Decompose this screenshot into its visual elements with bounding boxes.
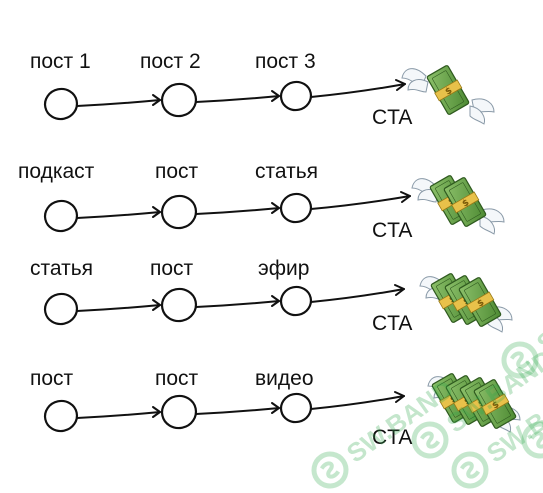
edge-2 — [195, 207, 280, 215]
arrowhead-icon — [394, 391, 405, 403]
edge-to-cta — [310, 395, 405, 410]
sw-band-logo-icon — [311, 451, 349, 489]
step-label-3: статья — [255, 160, 318, 183]
step-node-3 — [279, 192, 313, 224]
svg-text:$: $ — [461, 198, 471, 210]
arrowhead-icon — [271, 295, 280, 307]
cta-label: CTA — [372, 312, 412, 335]
watermark-mark: SW.BAND — [311, 374, 459, 489]
step-node-1 — [43, 199, 79, 233]
arrowhead-icon — [152, 206, 161, 218]
edge-1 — [76, 211, 161, 219]
step-label-1: пост 1 — [30, 50, 91, 73]
flying-money-icon: $$ — [411, 175, 505, 235]
edge-1 — [76, 304, 161, 312]
step-label-1: пост — [30, 367, 74, 390]
step-node-1 — [43, 87, 79, 121]
sw-band-logo-icon — [501, 341, 539, 379]
arrowhead-icon — [395, 79, 406, 91]
step-node-3 — [279, 285, 313, 317]
step-node-2 — [160, 287, 198, 323]
flying-money-icon: $ — [401, 65, 495, 125]
edge-to-cta — [310, 83, 406, 98]
step-node-2 — [160, 394, 198, 430]
edge-to-cta — [310, 195, 411, 210]
svg-text:$: $ — [476, 298, 486, 310]
step-label-3: пост 3 — [255, 50, 316, 73]
step-node-3 — [279, 80, 313, 112]
step-node-2 — [160, 194, 198, 230]
svg-text:$: $ — [444, 86, 454, 98]
svg-text:$: $ — [491, 400, 501, 412]
arrowhead-icon — [394, 284, 405, 296]
step-label-1: подкаст — [18, 160, 95, 183]
flying-money-icon: $$$$ — [427, 373, 521, 433]
step-label-3: эфир — [258, 257, 309, 280]
arrowhead-icon — [400, 191, 411, 203]
arrowhead-icon — [271, 90, 280, 102]
sw-band-logo-icon — [411, 421, 449, 459]
step-node-2 — [160, 82, 198, 118]
step-label-2: пост 2 — [140, 50, 201, 73]
arrowhead-icon — [152, 299, 161, 311]
arrowhead-icon — [152, 406, 161, 418]
edge-2 — [195, 407, 280, 415]
edge-2 — [195, 95, 280, 103]
sw-band-logo-icon — [451, 451, 489, 489]
step-label-3: видео — [255, 367, 314, 390]
arrowhead-icon — [271, 402, 280, 414]
step-label-2: пост — [155, 367, 199, 390]
edge-to-cta — [310, 288, 405, 303]
cta-label: CTA — [372, 106, 412, 129]
watermark-mark: SW.BAND — [521, 421, 543, 459]
sw-band-logo-icon — [521, 421, 543, 459]
step-label-1: статья — [30, 257, 93, 280]
arrowhead-icon — [271, 202, 280, 214]
step-node-1 — [43, 399, 79, 433]
step-label-2: пост — [155, 160, 199, 183]
edge-1 — [76, 411, 161, 419]
edge-1 — [76, 99, 161, 107]
arrowhead-icon — [152, 94, 161, 106]
cta-label: CTA — [372, 426, 412, 449]
step-label-2: пост — [150, 257, 194, 280]
funnel-row-1: пост 1 пост 2 пост 3 CTA $ — [30, 50, 495, 129]
cta-label: CTA — [372, 219, 412, 242]
flying-money-icon: $$$ — [419, 273, 513, 333]
step-node-1 — [43, 292, 79, 326]
watermark-text: SW.BAND — [531, 264, 543, 359]
step-node-3 — [279, 392, 313, 424]
edge-2 — [195, 300, 280, 308]
